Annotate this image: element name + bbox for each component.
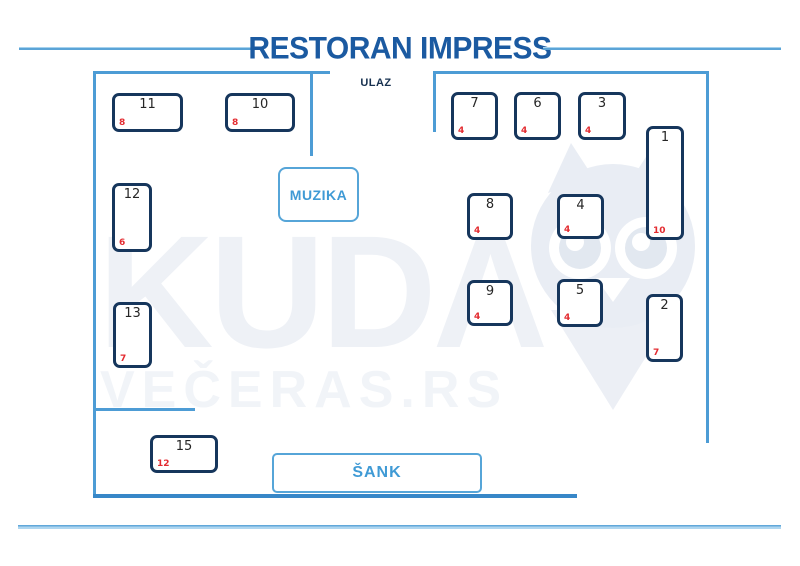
table-11[interactable]: 11 8 bbox=[112, 93, 183, 132]
wall-left bbox=[93, 71, 96, 498]
wall-top-left bbox=[93, 71, 330, 74]
table-number: 10 bbox=[251, 97, 269, 112]
table-number: 7 bbox=[470, 96, 479, 111]
title-rule-right bbox=[543, 47, 781, 50]
bar-zone-label: ŠANK bbox=[352, 464, 402, 481]
table-capacity: 4 bbox=[585, 126, 592, 136]
table-13[interactable]: 13 7 bbox=[113, 302, 152, 368]
table-capacity: 4 bbox=[458, 126, 465, 136]
table-number: 4 bbox=[576, 198, 585, 213]
table-number: 5 bbox=[575, 283, 585, 298]
wall-right bbox=[706, 71, 709, 443]
table-12[interactable]: 12 6 bbox=[112, 183, 152, 252]
table-number: 9 bbox=[485, 284, 495, 299]
table-number: 2 bbox=[660, 298, 669, 313]
table-number: 12 bbox=[123, 187, 141, 202]
table-number: 8 bbox=[485, 197, 495, 212]
table-capacity: 4 bbox=[521, 126, 528, 136]
table-capacity: 4 bbox=[474, 312, 481, 322]
table-capacity: 7 bbox=[120, 354, 127, 364]
footer-rule bbox=[18, 525, 781, 529]
table-number: 1 bbox=[660, 130, 670, 145]
table-capacity: 10 bbox=[653, 226, 666, 236]
table-number: 3 bbox=[597, 96, 607, 111]
table-number: 13 bbox=[124, 306, 141, 321]
wall-right-inner bbox=[433, 71, 436, 132]
music-zone: MUZIKA bbox=[278, 167, 359, 222]
table-number: 6 bbox=[533, 96, 542, 111]
table-number: 15 bbox=[175, 439, 193, 454]
table-capacity: 8 bbox=[119, 118, 126, 128]
table-capacity: 4 bbox=[564, 313, 571, 323]
wall-interior bbox=[93, 408, 195, 411]
table-capacity: 4 bbox=[564, 225, 571, 235]
table-number: 11 bbox=[139, 97, 156, 112]
entrance-label: ULAZ bbox=[360, 77, 392, 89]
title-rule-left bbox=[19, 47, 256, 50]
table-capacity: 4 bbox=[474, 226, 481, 236]
table-10[interactable]: 10 8 bbox=[225, 93, 295, 132]
music-zone-label: MUZIKA bbox=[289, 186, 348, 203]
table-capacity: 8 bbox=[232, 118, 239, 128]
table-capacity: 6 bbox=[119, 238, 126, 248]
table-1[interactable]: 1 10 bbox=[646, 126, 684, 240]
wall-entrance-divider bbox=[310, 71, 313, 156]
page-title: RESTORAN IMPRESS bbox=[248, 31, 552, 66]
wall-bottom bbox=[93, 494, 577, 498]
table-capacity: 7 bbox=[653, 348, 660, 358]
table-capacity: 12 bbox=[157, 459, 170, 469]
bar-zone: ŠANK bbox=[272, 453, 482, 493]
wall-top-right bbox=[433, 71, 709, 74]
